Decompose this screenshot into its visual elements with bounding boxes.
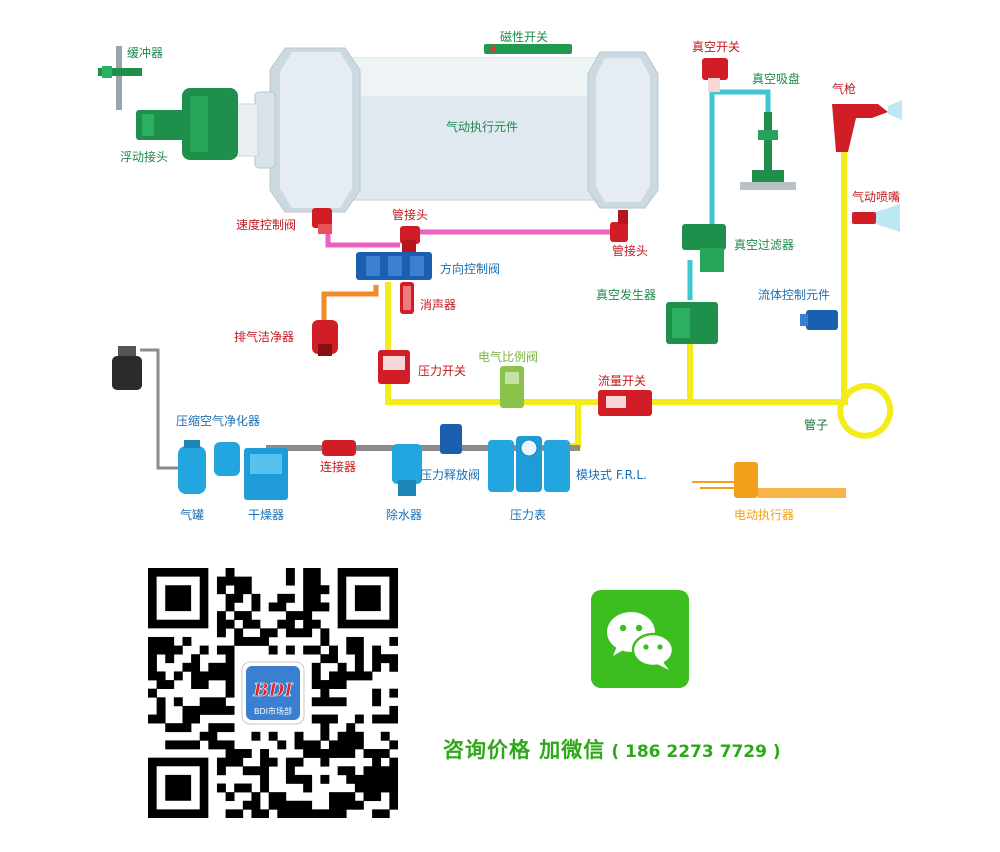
pipe-joint-right: [610, 210, 628, 242]
label-magnetic-switch: 磁性开关: [500, 30, 549, 44]
air-purifier: [112, 346, 142, 390]
label-air-gun: 气枪: [832, 82, 857, 96]
label-modular-frl: 模块式 F.R.L.: [576, 468, 647, 482]
floating-joint: [136, 88, 238, 160]
bdi-logo: BDI BDI市场部: [241, 661, 305, 725]
label-pipe-joint-right: 管接头: [612, 244, 649, 258]
label-air-purifier: 压缩空气净化器: [176, 414, 261, 428]
label-fluid-control: 流体控制元件: [758, 288, 831, 302]
label-exhaust-cleaner: 排气洁净器: [234, 330, 295, 344]
bdi-logo-text: BDI: [252, 680, 293, 701]
exhaust-cleaner: [312, 320, 338, 356]
vacuum-switch: [702, 58, 728, 92]
label-air-nozzle: 气动喷嘴: [852, 190, 901, 204]
qr-code: BDI BDI市场部: [148, 568, 398, 818]
label-direction-control-valve: 方向控制阀: [440, 262, 501, 276]
label-tube: 管子: [804, 418, 829, 432]
label-vacuum-switch: 真空开关: [692, 40, 741, 54]
vacuum-filter: [682, 224, 726, 272]
fluid-control: [800, 310, 838, 330]
cta-phone: ( 186 2273 7729 ): [611, 742, 781, 762]
pink-tube: [325, 229, 612, 248]
pneumatic-system-diagram: [98, 44, 902, 500]
gray-tank-line: [140, 348, 186, 470]
water-remover: [392, 444, 422, 496]
label-vacuum-cup: 真空吸盘: [752, 72, 801, 86]
label-connector: 连接器: [320, 460, 357, 474]
air-gun: [832, 100, 902, 152]
pneumatic-cylinder: [235, 47, 659, 213]
label-dryer: 干燥器: [248, 508, 285, 522]
label-speed-control-valve: 速度控制阀: [236, 218, 297, 232]
air-tank: [178, 440, 206, 494]
contact-cta: 咨询价格 加微信( 186 2273 7729 ): [443, 734, 781, 764]
wechat-icon: [591, 590, 689, 688]
label-vacuum-generator: 真空发生器: [596, 288, 657, 302]
dryer: [244, 448, 288, 500]
label-silencer: 消声器: [420, 298, 457, 312]
label-electro-proportional-valve: 电气比例阀: [478, 350, 539, 364]
buffer: [98, 46, 142, 110]
electric-actuator: [692, 462, 846, 498]
label-flow-switch: 流量开关: [598, 374, 647, 388]
silencer: [400, 282, 414, 314]
yellow-main-tube: [385, 160, 894, 449]
label-pressure-switch: 压力开关: [418, 364, 467, 378]
label-buffer: 缓冲器: [127, 46, 164, 60]
pressure-relief-valve: [440, 424, 462, 454]
label-air-tank: 气罐: [180, 508, 205, 522]
label-floating-joint: 浮动接头: [120, 150, 169, 164]
electro-proportional-valve: [500, 366, 524, 408]
speed-control-valve: [312, 208, 332, 234]
vacuum-generator: [666, 302, 718, 344]
air-nozzle: [852, 204, 900, 232]
bdi-logo-caption: BDI市场部: [254, 706, 292, 716]
label-pressure-relief-valve: 压力释放阀: [420, 468, 481, 482]
pipe-joint-top: [400, 226, 420, 252]
modular-frl: [488, 436, 570, 492]
orange-tube: [321, 285, 379, 320]
magnetic-switch: [484, 44, 572, 54]
cyan-tube: [687, 82, 771, 300]
label-pressure-gauge: 压力表: [510, 508, 547, 522]
label-pneumatic-actuator: 气动执行元件: [446, 120, 519, 134]
vacuum-cup: [740, 112, 796, 190]
label-electric-actuator: 电动执行器: [734, 508, 795, 522]
connector: [322, 440, 356, 456]
direction-control-valve: [356, 252, 432, 280]
label-vacuum-filter: 真空过滤器: [734, 238, 795, 252]
air-tank-2: [214, 442, 240, 476]
flow-switch: [598, 390, 652, 416]
label-pipe-joint-top: 管接头: [392, 208, 429, 222]
label-water-remover: 除水器: [386, 508, 423, 522]
pressure-switch: [378, 350, 410, 384]
cta-main-text: 咨询价格 加微信: [443, 738, 606, 762]
